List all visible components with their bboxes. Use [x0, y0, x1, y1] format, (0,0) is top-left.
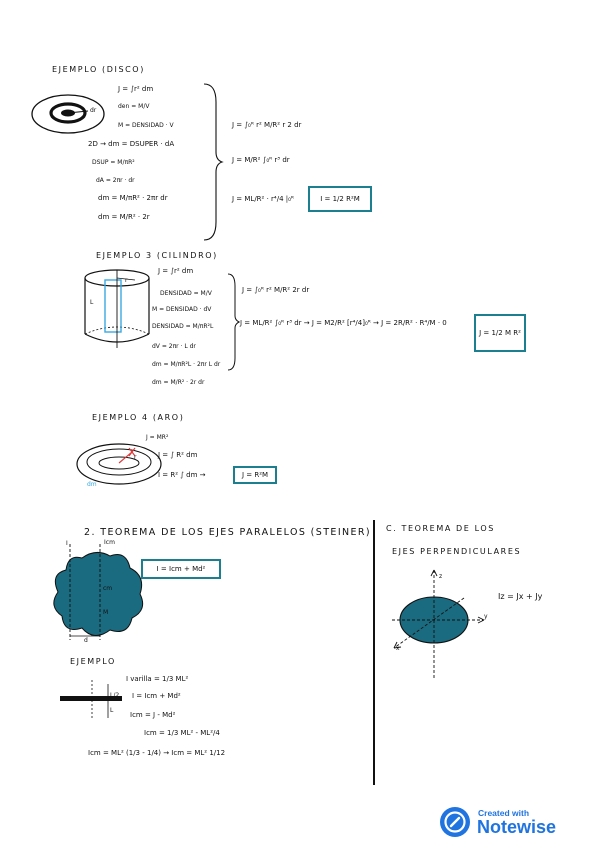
- disc-dr-label: dr: [90, 107, 97, 114]
- ejemplo-line-5: Icm = ML² (1/3 - 1/4) → Icm = ML² 1/12: [88, 749, 226, 757]
- perp-formula: Iz = Jx + Jy: [498, 592, 543, 601]
- cilindro-line-4: DENSIDAD = M/πR²L: [152, 323, 214, 330]
- steiner-d-label: d: [84, 637, 88, 644]
- cylinder-L-label: L: [90, 299, 94, 306]
- disco-line-5: DSUP = M/πR²: [92, 159, 135, 166]
- cilindro-right-1: J = ∫₀ᴿ r² M/R² 2r dr: [242, 286, 310, 294]
- rod-half-label: L/2: [110, 692, 120, 699]
- perp-x-label: x: [396, 645, 400, 652]
- ring-dm-label: dm: [87, 481, 97, 488]
- cilindro-line-6: dm = M/πR²L · 2πr L dr: [152, 361, 221, 368]
- cilindro-line-7: dm = M/R² · 2r dr: [152, 379, 205, 386]
- ejemplo-line-2: I = Icm + Md²: [132, 692, 181, 700]
- perp-heading-line2: EJES PERPENDICULARES: [392, 547, 522, 556]
- aro-heading: EJEMPLO 4 (ARO): [92, 413, 185, 422]
- cilindro-right-2: J = ML/R² ∫₀ᴿ r³ dr → J = M2/R² [r⁴/4]₀ᴿ…: [240, 319, 447, 327]
- disc-r-label: r: [66, 108, 69, 115]
- badge-created-with: Created with: [478, 808, 530, 818]
- disco-brace: [203, 83, 224, 241]
- aro-result-box: J = R²M: [233, 466, 277, 484]
- ejemplo-heading: EJEMPLO: [70, 657, 116, 666]
- steiner-blob-figure: [53, 544, 144, 640]
- perp-axes-figure: [392, 569, 485, 680]
- steiner-heading: 2. TEOREMA DE LOS EJES PARALELOS (STEINE…: [84, 527, 372, 538]
- perp-heading-line1: C. TEOREMA DE LOS: [386, 524, 495, 533]
- steiner-icm-label: Icm: [104, 539, 115, 546]
- ejemplo-line-4: Icm = 1/3 ML² - ML²/4: [144, 729, 220, 737]
- cylinder-figure: [84, 269, 150, 348]
- notewise-logo-icon: [440, 807, 470, 837]
- badge-brand-name: Notewise: [477, 817, 557, 837]
- cylinder-r-label: r: [125, 277, 128, 284]
- cilindro-result-box: J = 1/2 M R²: [474, 314, 526, 352]
- disco-line-6: dA = 2πr · dr: [96, 177, 135, 184]
- perp-y-label: y: [484, 613, 488, 620]
- rod-figure: [60, 680, 122, 718]
- disco-right-1: J = ∫₀ᴿ r² M/R² r 2 dr: [232, 121, 302, 129]
- ring-r-label: r: [134, 454, 137, 461]
- steiner-formula-box: I = Icm + Md²: [141, 559, 221, 579]
- rod-l-label: L: [110, 707, 114, 714]
- disc-figure: [31, 94, 105, 134]
- disco-line-4: 2D → dm = DSUPER · dA: [88, 140, 175, 148]
- ejemplo-line-3: Icm = J - Md²: [130, 711, 176, 719]
- disco-result-box: I = 1/2 R²M: [308, 186, 372, 212]
- cilindro-line-5: dV = 2πr · L dr: [152, 343, 196, 350]
- column-divider: [373, 520, 375, 785]
- steiner-m-label: M: [103, 609, 109, 616]
- aro-line-1: J = MR²: [146, 434, 169, 441]
- disco-right-2: J = M/R² ∫₀ᴿ r³ dr: [232, 156, 290, 164]
- disco-line-3: M = DENSIDAD · V: [118, 122, 174, 129]
- disco-right-3: J = ML/R² · r⁴/4 |₀ᴿ: [232, 195, 294, 203]
- cilindro-heading: EJEMPLO 3 (CILINDRO): [96, 251, 218, 260]
- steiner-i-label: I: [66, 540, 68, 547]
- disco-heading: EJEMPLO (DISCO): [52, 65, 145, 74]
- notewise-badge[interactable]: Created with Notewise: [440, 807, 590, 839]
- perp-z-label: z: [439, 573, 443, 580]
- aro-line-3: I = R² ∫ dm →: [158, 471, 206, 479]
- ring-figure: [76, 443, 162, 485]
- disco-line-2: den = M/V: [118, 103, 150, 110]
- cilindro-line-3: M = DENSIDAD · dV: [152, 306, 212, 313]
- cilindro-brace: [227, 273, 241, 371]
- disco-line-1: J = ∫r² dm: [118, 85, 154, 93]
- disco-line-8: dm = M/R² · 2r: [98, 213, 150, 221]
- disco-line-7: dm = M/πR² · 2πr dr: [98, 194, 168, 202]
- aro-line-2: J = ∫ R² dm: [158, 451, 198, 459]
- cilindro-line-2: DENSIDAD = M/V: [160, 290, 212, 297]
- steiner-cm-label: cm: [103, 585, 113, 592]
- ejemplo-line-1: I varilla = 1/3 ML²: [126, 675, 189, 683]
- cilindro-line-1: J = ∫r² dm: [158, 267, 194, 275]
